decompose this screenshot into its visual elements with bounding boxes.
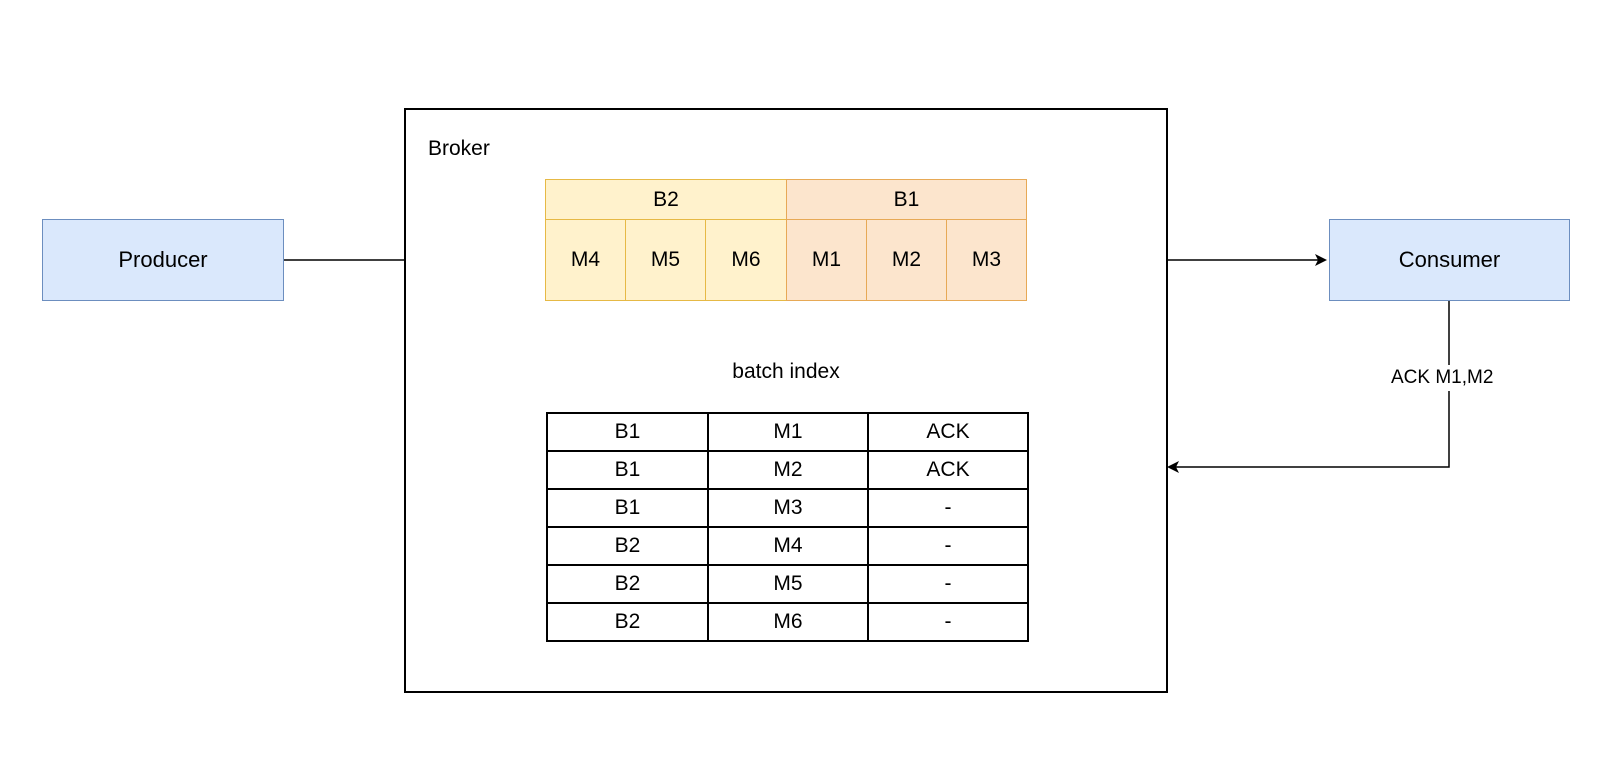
batch-cell: B1 [546,488,709,528]
message-cell-m4: M4 [545,219,626,301]
message-label: M6 [731,248,761,271]
message-cell: M3 [707,488,869,528]
batch-id-label: B1 [893,187,920,211]
message-cell: M1 [707,412,869,452]
message-label: M5 [650,248,681,271]
message-label: M3 [971,248,1002,271]
table-row: B2 M4 - [546,526,1029,566]
message-label: M1 [811,248,842,271]
message-cell: M5 [707,564,869,604]
message-cell-m6: M6 [705,219,787,301]
consumer-ack-arrow [1167,301,1450,473]
producer-label: Producer [118,247,208,272]
message-label: M4 [570,248,601,271]
ack-status-cell: - [867,602,1029,642]
batch-cell: B1 [546,450,709,490]
message-cell: M4 [707,526,869,566]
consumer-label: Consumer [1398,247,1501,272]
message-cell: M6 [707,602,869,642]
message-cell: M2 [707,450,869,490]
producer-node: Producer [42,219,284,301]
message-cell-m1: M1 [786,219,867,301]
table-row: B1 M2 ACK [546,450,1029,490]
ack-edge-label: ACK M1,M2 [1388,365,1497,391]
ack-status-cell: - [867,488,1029,528]
batch-index-title: batch index [732,360,840,383]
batch-cell: B2 [546,602,709,642]
table-row: B2 M6 - [546,602,1029,642]
batch-header-b2: B2 [545,179,787,220]
message-label: M2 [891,248,922,271]
batch-cell: B1 [546,412,709,452]
message-cell-m3: M3 [946,219,1027,301]
batch-cell: B2 [546,564,709,604]
table-row: B2 M5 - [546,564,1029,604]
table-row: B1 M1 ACK [546,412,1029,452]
message-cell-m5: M5 [625,219,706,301]
batch-id-label: B2 [653,187,679,211]
consumer-node: Consumer [1329,219,1570,301]
ack-status-cell: ACK [867,450,1029,490]
batch-header-b1: B1 [786,179,1027,220]
message-cell-m2: M2 [866,219,947,301]
batch-index-table: B1 M1 ACK B1 M2 ACK B1 M3 - B2 M4 - B2 M… [546,412,1029,642]
broker-label: Broker [428,137,490,160]
ack-status-cell: ACK [867,412,1029,452]
batch-cell: B2 [546,526,709,566]
ack-status-cell: - [867,564,1029,604]
table-row: B1 M3 - [546,488,1029,528]
ack-status-cell: - [867,526,1029,566]
